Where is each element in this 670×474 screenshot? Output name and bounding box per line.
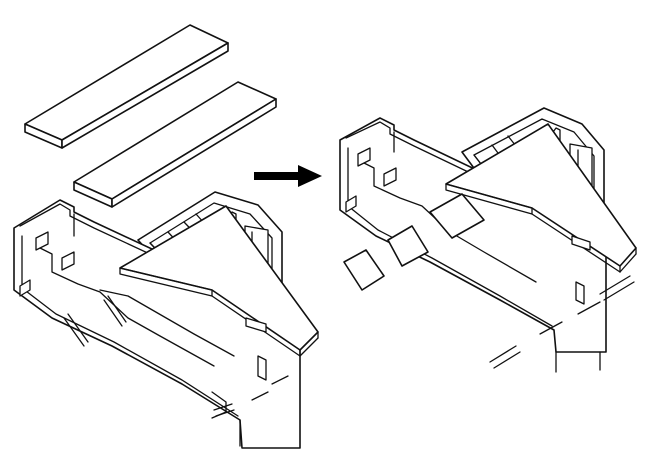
- bracket-unassembled: [13, 191, 319, 449]
- bracket-assembled: [339, 107, 637, 373]
- loose-plank-top: [24, 24, 229, 149]
- right-arrow-icon: [254, 165, 322, 187]
- loose-plank-bottom: [73, 81, 277, 208]
